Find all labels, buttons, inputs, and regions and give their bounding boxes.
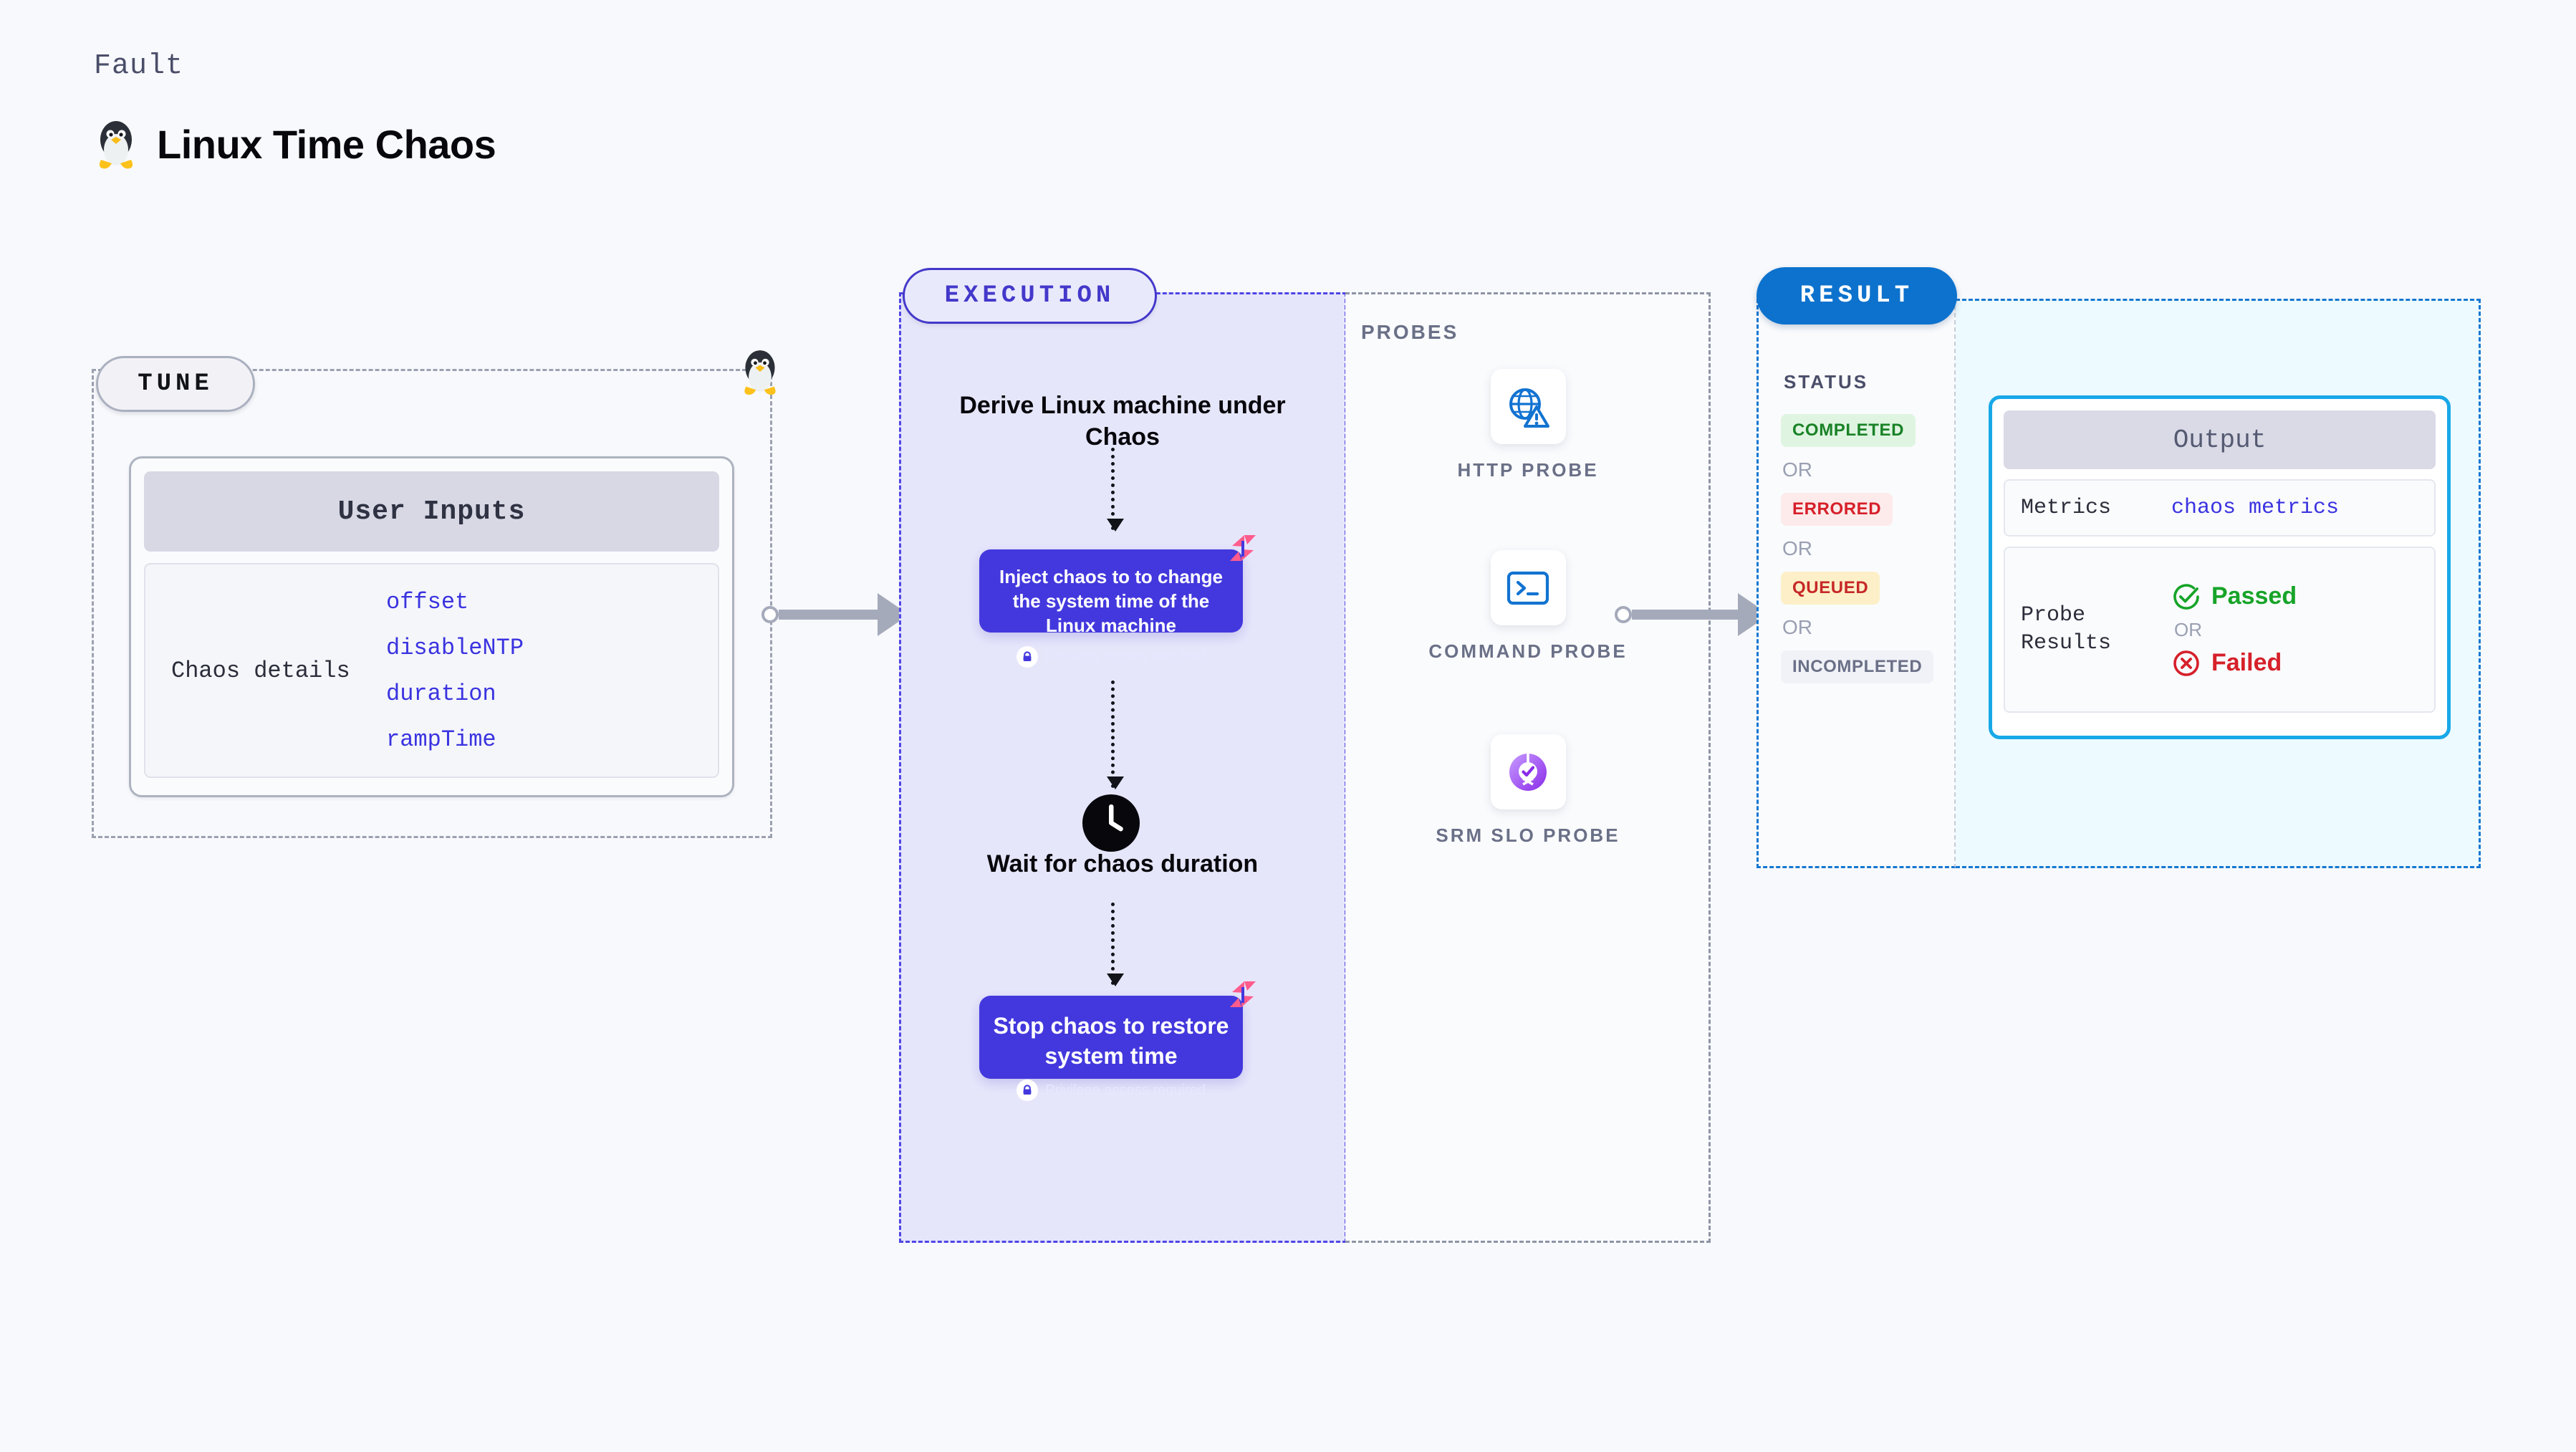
privilege-text-1: Privilege access required [1045, 648, 1206, 665]
chaos-details-label: Chaos details [171, 657, 350, 684]
tune-corner-tux-icon [739, 347, 781, 396]
user-inputs-title: User Inputs [144, 471, 719, 552]
probe-result-passed-text: Passed [2211, 582, 2297, 610]
tune-pill[interactable]: TUNE [96, 356, 255, 412]
probe-srm-slo-label: SRM SLO PROBE [1436, 824, 1620, 846]
status-badge-errored: ERRORED [1781, 493, 1893, 526]
tux-penguin-icon [94, 118, 138, 170]
probe-result-failed-text: Failed [2211, 649, 2282, 676]
chaos-params-list: offset disableNTP duration rampTime [386, 589, 524, 753]
output-card: Output Metrics chaos metrics Probe Resul… [1989, 395, 2451, 739]
exec-step-wait-title: Wait for chaos duration [986, 850, 1259, 878]
chaos-details-row: Chaos details offset disableNTP duration… [144, 563, 719, 778]
output-row-probe-results: Probe Results Passed OR [2004, 547, 2436, 713]
probe-command-label: COMMAND PROBE [1428, 640, 1628, 662]
probe-result-passed: Passed [2171, 582, 2297, 612]
connector-dot-left [761, 606, 779, 623]
x-circle-icon [2171, 648, 2201, 678]
probes-label: PROBES [1361, 321, 1459, 343]
probe-card-http [1490, 369, 1566, 444]
harness-logo-icon [1226, 977, 1260, 1011]
output-card-title: Output [2004, 410, 2436, 469]
user-inputs-card: User Inputs Chaos details offset disable… [129, 456, 734, 797]
exec-inject-text: Inject chaos to to change the system tim… [999, 566, 1224, 636]
status-list: COMPLETED OR ERRORED OR QUEUED OR INCOMP… [1781, 414, 1946, 683]
status-or-3: OR [1782, 616, 1812, 638]
lock-icon [1017, 646, 1039, 668]
connector-line [1632, 610, 1739, 620]
connector-line [779, 610, 879, 620]
probe-command[interactable]: COMMAND PROBE [1421, 550, 1635, 664]
param-offset[interactable]: offset [386, 588, 469, 615]
probe-http[interactable]: HTTP PROBE [1421, 369, 1635, 483]
globe-warning-icon [1506, 385, 1550, 429]
lock-icon [1017, 1080, 1039, 1102]
harness-logo-icon [1226, 531, 1260, 565]
metrics-value[interactable]: chaos metrics [2171, 496, 2340, 520]
param-duration[interactable]: duration [386, 680, 496, 707]
status-or-2: OR [1782, 537, 1812, 559]
status-label: STATUS [1784, 371, 1869, 393]
param-disablentp[interactable]: disableNTP [386, 634, 524, 661]
flow-arrow-3 [1107, 903, 1124, 986]
exec-step-stop-box[interactable]: Stop chaos to restore system time Privil… [979, 981, 1256, 1102]
privilege-note-1: Privilege access required [1017, 646, 1206, 668]
probe-srm-slo[interactable]: SRM SLO PROBE [1421, 734, 1635, 848]
privilege-note-2: Privilege access required [1017, 1080, 1206, 1102]
flow-arrow-2 [1107, 681, 1124, 789]
result-pill[interactable]: RESULT [1756, 267, 1957, 324]
probe-card-srm-slo [1490, 734, 1566, 809]
connector-dot-left [1615, 606, 1632, 623]
probe-card-command [1490, 550, 1566, 625]
exec-step-derive-title: Derive Linux machine under Chaos [959, 392, 1286, 451]
terminal-icon [1506, 569, 1550, 607]
status-badge-queued: QUEUED [1781, 572, 1880, 605]
flow-arrow-1 [1107, 448, 1124, 532]
execution-pill[interactable]: EXECUTION [903, 268, 1157, 324]
probe-results-values: Passed OR Failed [2171, 582, 2297, 678]
fault-kicker: Fault [94, 50, 184, 82]
probe-http-label: HTTP PROBE [1457, 459, 1599, 481]
check-circle-icon [2171, 582, 2201, 612]
page-title: Linux Time Chaos [94, 118, 496, 170]
status-badge-completed: COMPLETED [1781, 414, 1916, 447]
probe-result-or: OR [2174, 618, 2202, 640]
output-row-metrics: Metrics chaos metrics [2004, 479, 2436, 537]
status-badge-incompleted: INCOMPLETED [1781, 650, 1934, 683]
metrics-key: Metrics [2021, 495, 2112, 520]
status-or-1: OR [1782, 458, 1812, 481]
probe-result-failed: Failed [2171, 648, 2297, 678]
param-ramptime[interactable]: rampTime [386, 726, 496, 753]
exec-step-inject-box[interactable]: Inject chaos to to change the system tim… [979, 535, 1256, 668]
tune-panel [92, 369, 772, 838]
page-title-text: Linux Time Chaos [157, 121, 496, 167]
execution-panel [899, 292, 1347, 1243]
clock-icon [1080, 792, 1143, 855]
probe-results-key: Probe Results [2021, 603, 2112, 655]
exec-stop-text: Stop chaos to restore system time [993, 1013, 1229, 1069]
privilege-text-2: Privilege access required [1045, 1082, 1206, 1098]
slo-donut-check-icon [1506, 750, 1550, 794]
